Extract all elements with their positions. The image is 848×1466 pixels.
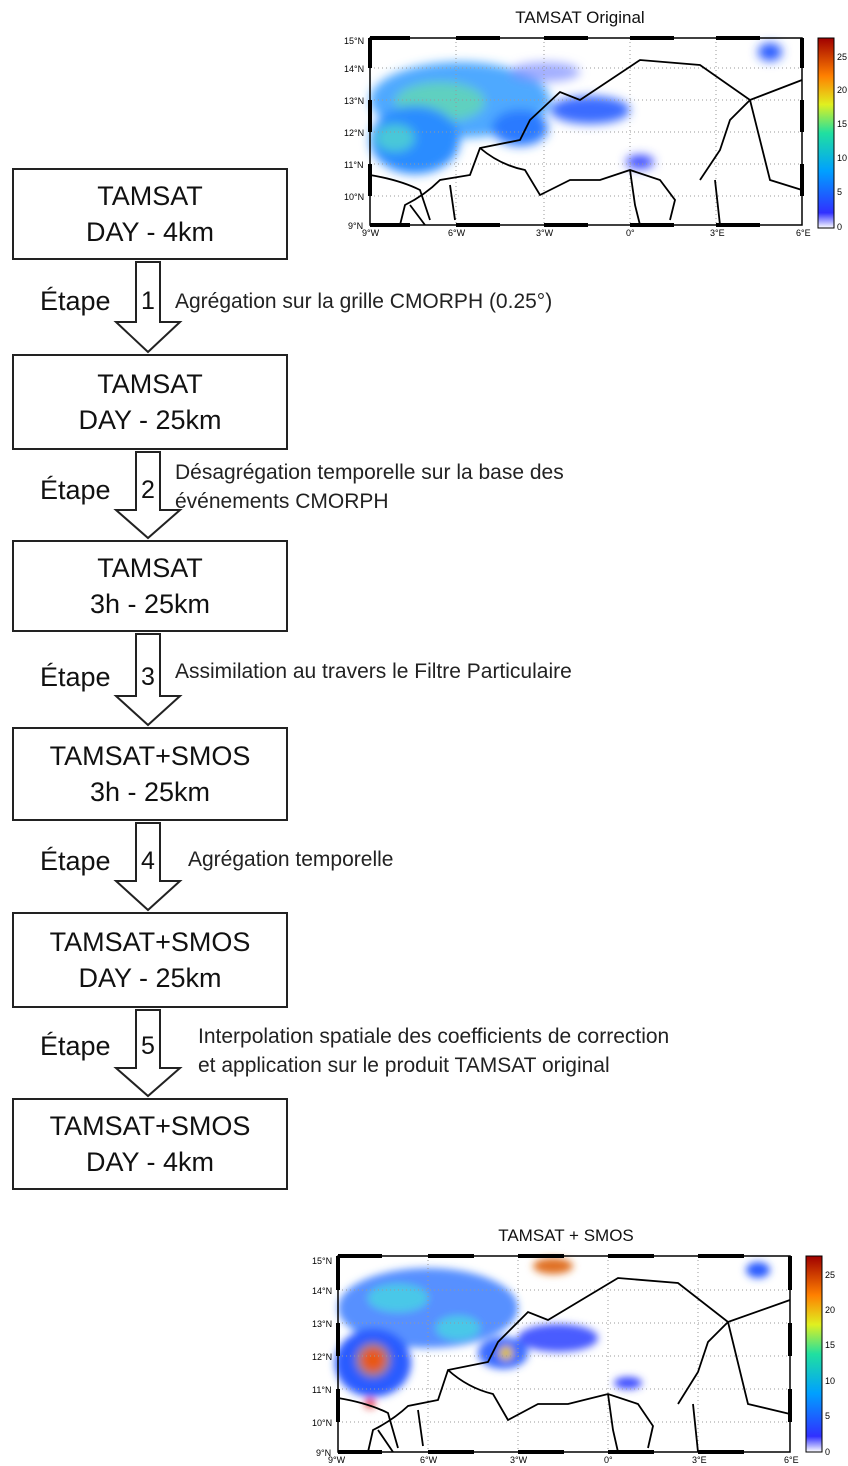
step-number: 1 — [141, 287, 155, 315]
lat-tick: 9°N — [316, 1448, 331, 1458]
lat-tick: 11°N — [344, 160, 363, 170]
colorbar-tick: 5 — [825, 1411, 830, 1421]
step-label: Étape — [40, 1031, 111, 1061]
top-colorbar — [817, 37, 835, 229]
bottom-rainfall-map: 9°N 10°N 11°N 12°N 13°N 14°N 15°N 9°W 6°… — [312, 1254, 835, 1465]
lat-tick: 13°N — [344, 96, 364, 106]
colorbar-tick: 0 — [837, 222, 842, 232]
step-desc-line: Désagrégation temporelle sur la base des — [175, 461, 564, 484]
step-number: 5 — [141, 1032, 155, 1060]
box-line: 3h - 25km — [89, 589, 211, 619]
colorbar-tick: 5 — [837, 187, 842, 197]
step-description: Interpolation spatiale des coefficients … — [198, 1022, 669, 1080]
lon-tick: 6°E — [796, 228, 811, 238]
box-line: DAY - 25km — [78, 963, 222, 993]
lon-tick: 9°W — [328, 1455, 346, 1465]
colorbar-tick: 25 — [825, 1270, 835, 1280]
lat-tick: 10°N — [312, 1418, 332, 1428]
step-label: Étape — [40, 286, 111, 316]
lat-tick: 12°N — [312, 1352, 332, 1362]
step-desc-line: Agrégation sur la grille CMORPH (0.25°) — [175, 290, 553, 313]
lat-tick: 15°N — [344, 36, 364, 46]
lat-tick: 15°N — [312, 1256, 332, 1266]
step-number: 3 — [141, 663, 155, 691]
box-tamsat-smos-day-4km: TAMSAT+SMOS DAY - 4km — [12, 1098, 288, 1190]
down-arrow-1 — [113, 261, 183, 354]
lon-tick: 6°W — [420, 1455, 438, 1465]
bottom-map-title: TAMSAT + SMOS — [498, 1226, 634, 1245]
lat-tick: 11°N — [312, 1385, 331, 1395]
step-desc-line: Interpolation spatiale des coefficients … — [198, 1025, 670, 1048]
box-tamsat-smos-day-25km: TAMSAT+SMOS DAY - 25km — [12, 912, 288, 1008]
step-description: Assimilation au travers le Filtre Partic… — [175, 657, 572, 686]
lat-tick: 13°N — [312, 1319, 332, 1329]
lat-tick: 12°N — [344, 128, 364, 138]
colorbar-tick: 25 — [837, 52, 847, 62]
step-desc-line: Agrégation temporelle — [188, 848, 394, 871]
lat-tick: 14°N — [312, 1286, 332, 1296]
lon-tick: 3°W — [536, 228, 554, 238]
top-rainfall-map: 9°N 10°N 11°N 12°N 13°N 14°N 15°N 9°W 6°… — [344, 36, 847, 238]
step-description: Agrégation sur la grille CMORPH (0.25°) — [175, 287, 552, 316]
top-map-title: TAMSAT Original — [515, 8, 645, 27]
box-tamsat-day-25km: TAMSAT DAY - 25km — [12, 354, 288, 450]
colorbar-tick: 15 — [825, 1340, 835, 1350]
box-line: DAY - 4km — [85, 1147, 215, 1177]
top-rain-field — [370, 43, 782, 174]
box-tamsat-smos-3h-25km: TAMSAT+SMOS 3h - 25km — [12, 727, 288, 821]
box-line: 3h - 25km — [89, 777, 211, 807]
step-desc-line: et application sur le produit TAMSAT ori… — [198, 1054, 610, 1077]
box-line: TAMSAT+SMOS — [49, 741, 251, 771]
step-label: Étape — [40, 846, 111, 876]
down-arrow-2 — [113, 451, 183, 540]
box-line: DAY - 4km — [85, 217, 215, 247]
step-desc-line: Assimilation au travers le Filtre Partic… — [175, 660, 572, 683]
top-country-borders — [369, 59, 803, 226]
lon-tick: 6°E — [784, 1455, 799, 1465]
lon-tick: 0° — [604, 1455, 613, 1465]
lon-tick: 9°W — [362, 228, 380, 238]
step-number: 2 — [141, 476, 155, 504]
lat-tick: 9°N — [348, 221, 363, 231]
colorbar-tick: 20 — [825, 1305, 835, 1315]
box-tamsat-3h-25km: TAMSAT 3h - 25km — [12, 540, 288, 632]
bottom-colorbar — [805, 1255, 823, 1453]
box-line: TAMSAT — [97, 181, 203, 211]
box-line: TAMSAT — [97, 369, 203, 399]
step-label: Étape — [40, 662, 111, 692]
colorbar-tick: 20 — [837, 85, 847, 95]
step-label: Étape — [40, 475, 111, 505]
colorbar-tick: 10 — [837, 153, 847, 163]
down-arrow-5 — [113, 1009, 183, 1098]
lon-tick: 0° — [626, 228, 635, 238]
lon-tick: 3°E — [692, 1455, 707, 1465]
lat-tick: 10°N — [344, 192, 364, 202]
box-line: TAMSAT+SMOS — [49, 1111, 251, 1141]
bottom-country-borders — [337, 1277, 791, 1453]
box-tamsat-day-4km: TAMSAT DAY - 4km — [12, 168, 288, 260]
box-line: DAY - 25km — [78, 405, 222, 435]
lat-tick: 14°N — [344, 64, 364, 74]
step-desc-line: événements CMORPH — [175, 490, 389, 513]
down-arrow-4 — [113, 822, 183, 912]
colorbar-tick: 10 — [825, 1376, 835, 1386]
step-description: Désagrégation temporelle sur la base des… — [175, 458, 564, 516]
box-line: TAMSAT — [97, 553, 203, 583]
colorbar-tick: 0 — [825, 1447, 830, 1457]
lon-tick: 3°E — [710, 228, 725, 238]
box-line: TAMSAT+SMOS — [49, 927, 251, 957]
lon-tick: 6°W — [448, 228, 466, 238]
down-arrow-3 — [113, 633, 183, 727]
step-number: 4 — [141, 847, 155, 875]
lon-tick: 3°W — [510, 1455, 528, 1465]
colorbar-tick: 15 — [837, 119, 847, 129]
step-description: Agrégation temporelle — [188, 845, 393, 874]
